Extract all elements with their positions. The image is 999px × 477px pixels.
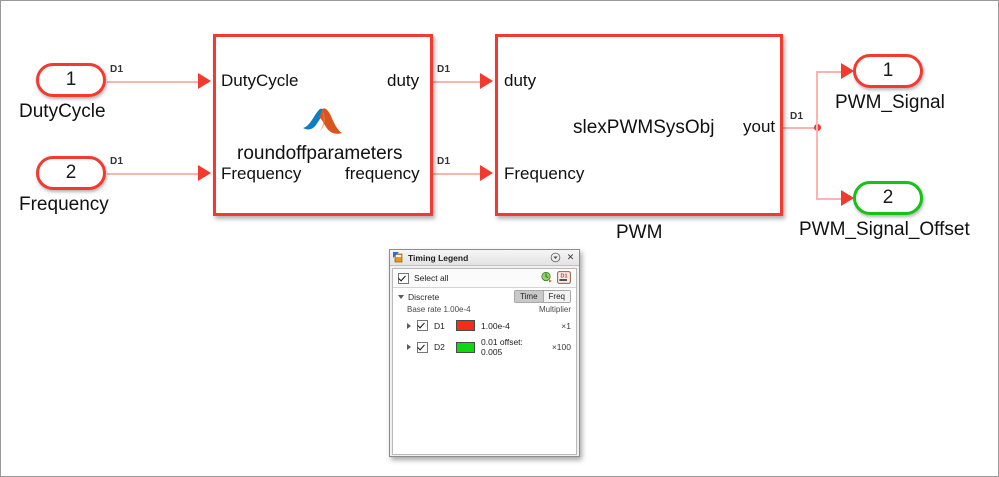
close-icon[interactable]: ✕ <box>566 252 575 262</box>
chevron-down-icon[interactable] <box>550 252 561 263</box>
inport-2-number: 2 <box>65 162 77 183</box>
matlab-membrane-icon <box>301 105 345 139</box>
block-pwm-output-yout: yout <box>743 117 776 136</box>
block-pwm-input-duty: duty <box>504 71 537 90</box>
base-rate-label: Base rate 1.00e-4 <box>407 305 471 314</box>
outport-2-caption: PWM_Signal_Offset <box>799 219 970 240</box>
arrow-frequency <box>198 165 211 181</box>
highlight-icon[interactable] <box>540 271 553 286</box>
wire-to-outport2 <box>816 198 851 200</box>
wire-branch-down <box>816 127 818 199</box>
legend-row-d2-multiplier: ×100 <box>551 342 571 352</box>
units-toggle-time[interactable]: Time <box>515 291 543 302</box>
legend-section-label: Discrete <box>408 291 440 302</box>
legend-row-d2-value: 0.01 offset: 0.005 <box>481 337 523 357</box>
legend-row-d2-name: D2 <box>434 342 445 352</box>
arrow-outport1 <box>841 63 854 79</box>
wire-yout <box>783 127 819 129</box>
block-roundoff-input-dutycycle: DutyCycle <box>221 71 299 90</box>
legend-row-d1[interactable]: D1 1.00e-4 ×1 <box>393 317 576 334</box>
block-roundoff-output-frequency: frequency <box>345 164 420 183</box>
outport-1-caption: PWM_Signal <box>835 92 945 113</box>
signal-tag-frequency: D1 <box>110 156 124 167</box>
block-roundoff-name: roundoffparameters <box>237 143 403 164</box>
timing-legend-icon <box>393 252 404 263</box>
inport-1-caption: DutyCycle <box>19 101 106 122</box>
signal-tag-icon[interactable]: D1 <box>557 270 571 286</box>
wire-dutycycle <box>107 81 205 83</box>
expand-triangle-icon[interactable] <box>407 344 411 350</box>
legend-row-d1-checkbox[interactable] <box>417 320 428 331</box>
block-pwm[interactable] <box>495 34 783 216</box>
legend-row-d1-swatch <box>456 320 475 331</box>
wire-duty <box>433 81 487 83</box>
block-pwm-name: slexPWMSysObj <box>573 117 715 138</box>
outport-1[interactable]: 1 <box>853 54 923 88</box>
block-roundoff-output-duty: duty <box>387 71 420 90</box>
signal-tag-dutycycle: D1 <box>110 64 124 75</box>
block-pwm-input-frequency: Frequency <box>504 164 585 183</box>
block-pwm-caption: PWM <box>616 222 663 243</box>
legend-row-d2-swatch <box>456 341 475 353</box>
timing-legend-title: Timing Legend <box>408 252 469 263</box>
signal-tag-freq2: D1 <box>437 156 451 167</box>
outport-2-number: 2 <box>882 187 894 208</box>
signal-tag-yout: D1 <box>790 111 804 122</box>
legend-row-d2[interactable]: D2 0.01 offset: 0.005 ×100 <box>393 334 576 360</box>
legend-row-d1-name: D1 <box>434 320 445 331</box>
signal-tag-duty: D1 <box>437 64 451 75</box>
arrow-freq2 <box>480 165 493 181</box>
legend-section-discrete[interactable]: Discrete Time Freq <box>393 288 576 303</box>
outport-1-number: 1 <box>882 60 894 81</box>
expand-triangle-icon[interactable] <box>407 322 411 329</box>
timing-legend-titlebar[interactable]: Timing Legend ✕ <box>390 250 579 266</box>
block-roundoff-input-frequency: Frequency <box>221 164 302 183</box>
units-toggle[interactable]: Time Freq <box>514 290 571 303</box>
multiplier-header: Multiplier <box>538 305 571 314</box>
legend-row-d1-multiplier: ×1 <box>561 320 571 331</box>
timing-legend-body: Select all D1 <box>392 268 577 455</box>
wire-to-outport1 <box>816 71 851 73</box>
legend-row-d2-checkbox[interactable] <box>417 341 428 353</box>
select-all-checkbox[interactable] <box>398 272 409 284</box>
inport-2[interactable]: 2 <box>36 156 106 190</box>
legend-row-d1-value: 1.00e-4 <box>481 320 510 331</box>
svg-text:D1: D1 <box>561 273 568 279</box>
wire-freq2 <box>433 173 487 175</box>
legend-subheader: Base rate 1.00e-4 Multiplier <box>393 303 576 317</box>
legend-toolbar: D1 <box>540 270 571 286</box>
arrow-duty <box>480 73 493 89</box>
inport-2-caption: Frequency <box>19 194 109 215</box>
units-toggle-freq[interactable]: Freq <box>542 291 570 302</box>
outport-2[interactable]: 2 <box>853 181 923 215</box>
select-all-label: Select all <box>414 273 449 283</box>
wire-frequency <box>107 173 205 175</box>
inport-1-number: 1 <box>65 69 77 90</box>
wire-branch-up <box>816 71 818 128</box>
collapse-triangle-icon[interactable] <box>398 294 404 299</box>
select-all-row[interactable]: Select all D1 <box>393 269 576 288</box>
timing-legend-window[interactable]: Timing Legend ✕ Select all <box>389 249 580 457</box>
arrow-dutycycle <box>198 73 211 89</box>
inport-1[interactable]: 1 <box>36 63 106 97</box>
arrow-outport2 <box>841 190 854 206</box>
